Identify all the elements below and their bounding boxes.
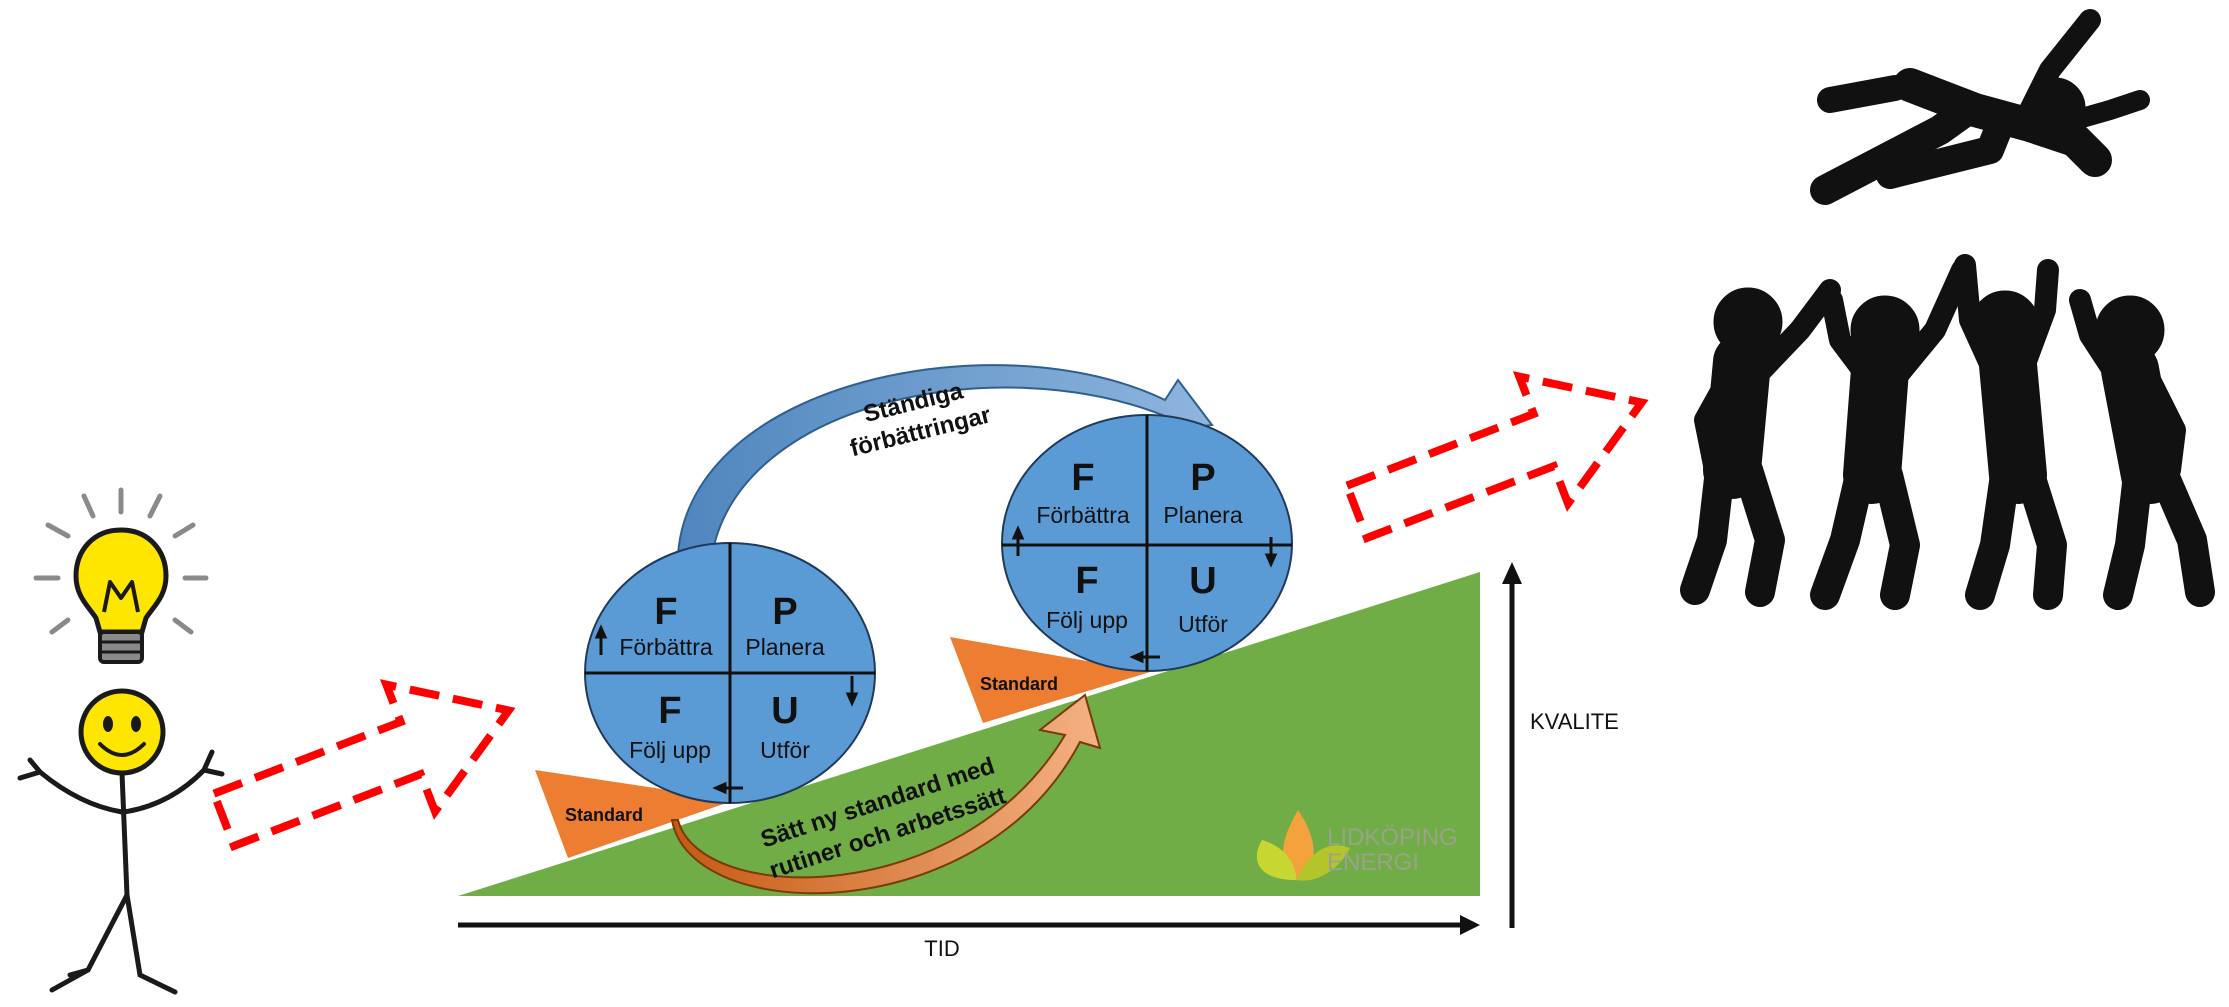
logo-line1: LIDKÖPING — [1327, 824, 1458, 851]
x-axis — [458, 915, 1480, 935]
stick-figure-icon — [17, 688, 225, 995]
lower-wedge-label: Standard — [565, 805, 643, 825]
celebrating-team-icon — [1680, 254, 2215, 610]
upper-utfor: Utför — [1178, 611, 1228, 637]
lower-f2-letter: F — [658, 690, 681, 732]
upper-standard-wedge — [950, 637, 1150, 723]
lower-pdca-cycle: F Förbättra P Planera F Följ upp U Utför — [584, 542, 876, 804]
lower-p-letter: P — [772, 591, 797, 633]
upper-f2-letter: F — [1075, 560, 1098, 602]
y-axis — [1502, 562, 1522, 928]
lower-folj-upp: Följ upp — [629, 737, 711, 763]
green-slope — [458, 572, 1480, 896]
new-standard-arrow — [670, 693, 1102, 895]
x-axis-label: TID — [924, 936, 959, 961]
lower-utfor: Utför — [760, 737, 810, 763]
logo-line2: ENERGI — [1327, 849, 1419, 876]
upper-forbattra: Förbättra — [1036, 502, 1130, 528]
lower-u-letter: U — [771, 690, 798, 732]
lower-standard-wedge — [535, 770, 735, 858]
upper-wedge-label: Standard — [980, 674, 1058, 694]
upper-u-letter: U — [1189, 560, 1216, 602]
lower-f-letter: F — [654, 591, 677, 633]
y-axis-label: KVALITE — [1530, 709, 1619, 734]
lightbulb-icon — [33, 487, 209, 664]
jumping-person-icon — [1810, 9, 2150, 205]
lidkoping-energi-logo: LIDKÖPING ENERGI — [1256, 810, 1458, 881]
upper-folj-upp: Följ upp — [1046, 607, 1128, 633]
left-dashed-arrow — [208, 679, 516, 852]
upper-p-letter: P — [1190, 457, 1215, 499]
upper-pdca-cycle: F Förbättra P Planera F Följ upp U Utför — [1001, 414, 1293, 672]
continuous-improvement-arrow — [676, 364, 1214, 556]
lower-forbattra: Förbättra — [619, 634, 713, 660]
upper-planera: Planera — [1163, 502, 1242, 528]
lower-planera: Planera — [745, 634, 824, 660]
right-dashed-arrow — [1341, 371, 1649, 544]
upper-f-letter: F — [1071, 457, 1094, 499]
